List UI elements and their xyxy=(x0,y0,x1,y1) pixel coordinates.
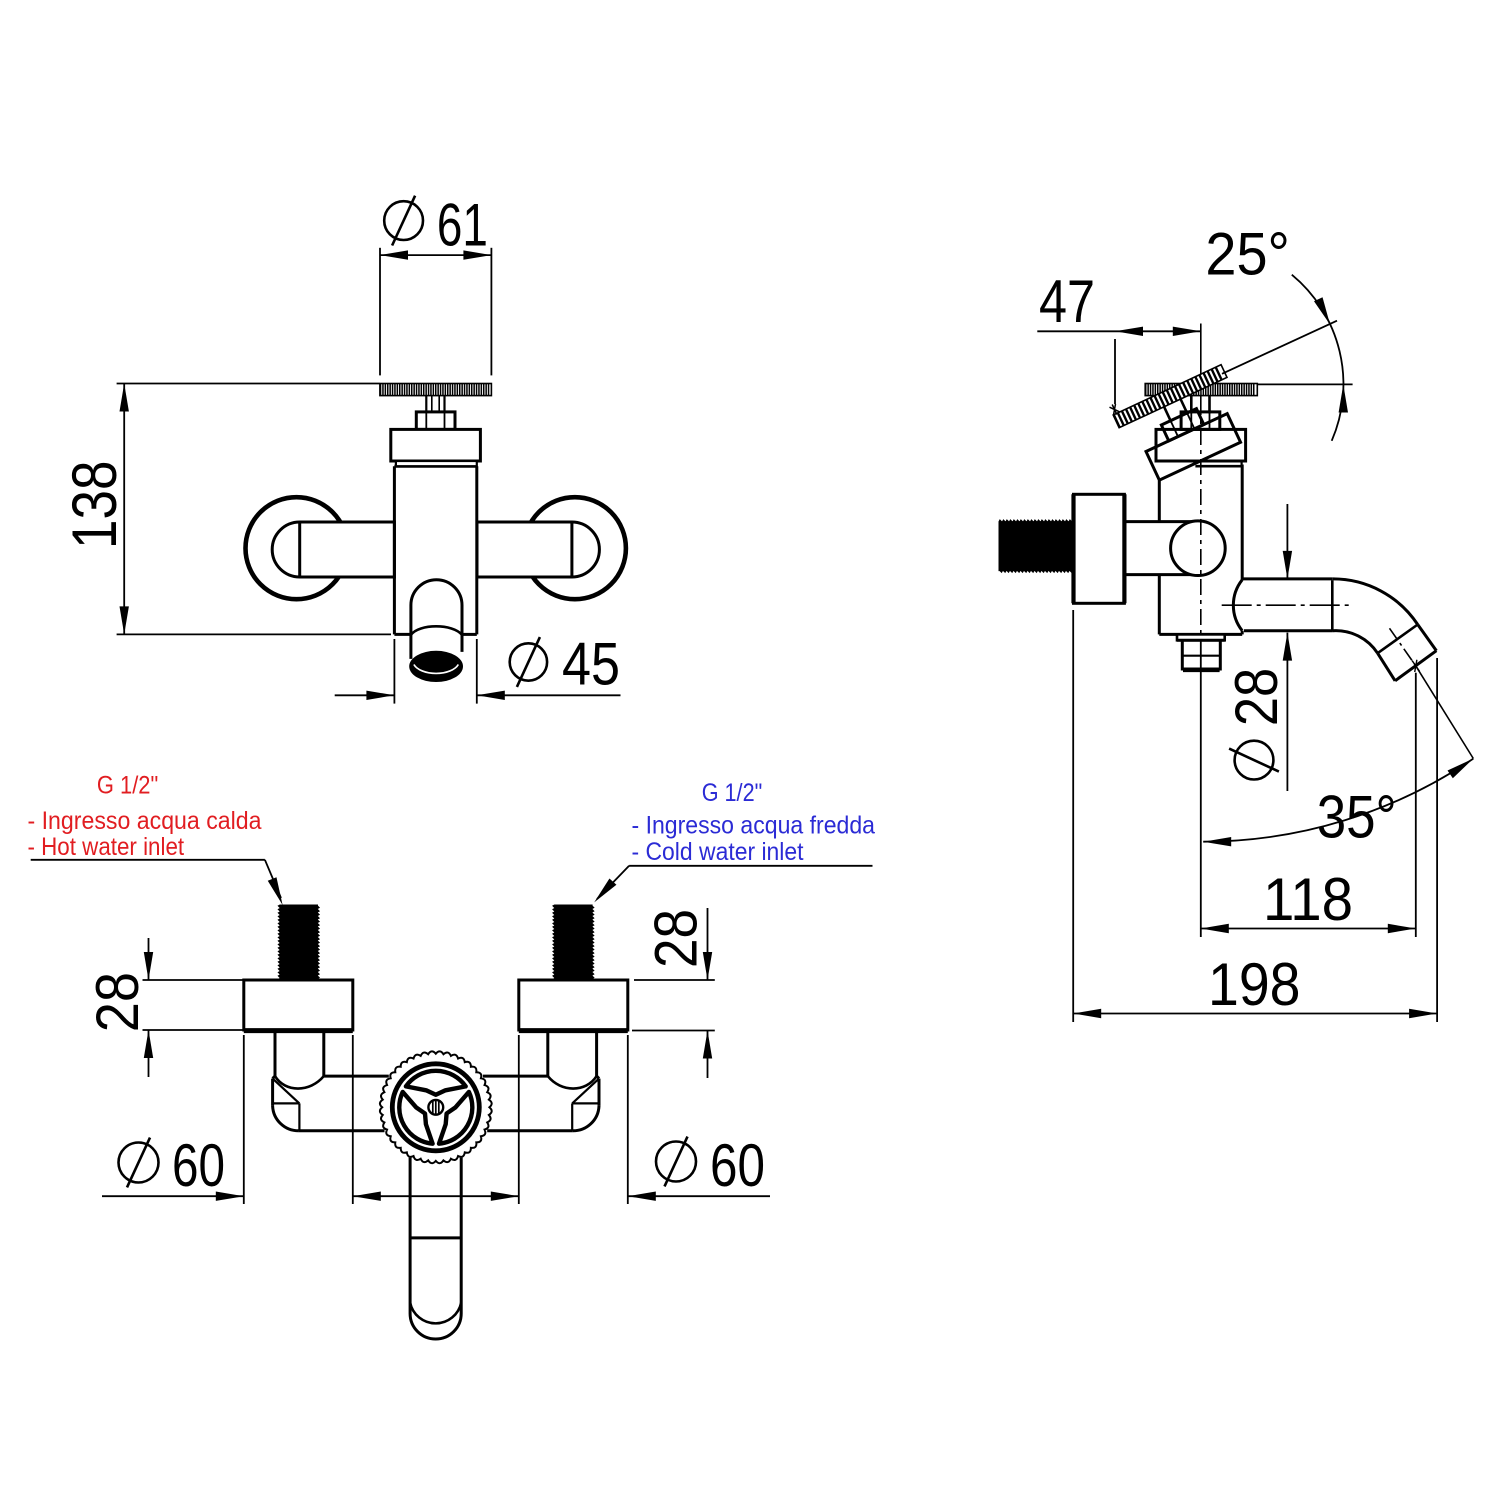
svg-text:28: 28 xyxy=(84,972,151,1032)
svg-text:138: 138 xyxy=(60,461,130,550)
svg-text:G 1/2": G 1/2" xyxy=(97,772,158,800)
svg-text:28: 28 xyxy=(643,909,710,968)
svg-text:45: 45 xyxy=(562,631,620,698)
svg-text:G 1/2": G 1/2" xyxy=(702,779,763,807)
svg-text:- Ingresso acqua calda: - Ingresso acqua calda xyxy=(28,807,262,835)
svg-text:35°: 35° xyxy=(1317,783,1397,850)
svg-text:198: 198 xyxy=(1208,951,1301,1018)
svg-text:28: 28 xyxy=(1223,668,1290,726)
svg-text:25°: 25° xyxy=(1205,221,1290,288)
svg-text:61: 61 xyxy=(437,191,488,258)
svg-text:- Ingresso acqua fredda: - Ingresso acqua fredda xyxy=(632,812,876,840)
svg-text:- Cold water inlet: - Cold water inlet xyxy=(632,838,804,866)
svg-text:60: 60 xyxy=(710,1132,765,1199)
svg-text:- Hot water inlet: - Hot water inlet xyxy=(28,833,185,861)
svg-text:60: 60 xyxy=(172,1132,225,1199)
svg-text:118: 118 xyxy=(1263,866,1353,933)
svg-text:47: 47 xyxy=(1039,268,1095,335)
